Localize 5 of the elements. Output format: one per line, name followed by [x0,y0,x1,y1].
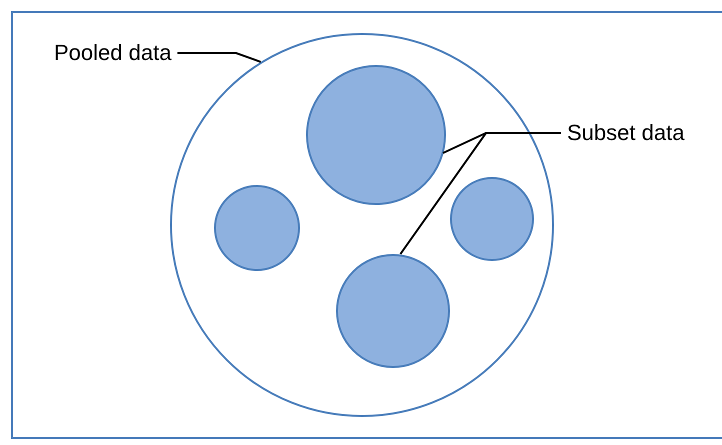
label-text: Pooled data [54,40,172,66]
pooled-circle [170,33,554,417]
leader-line [177,52,262,63]
leader-line [400,132,561,255]
label-text: Subset data [567,120,684,146]
